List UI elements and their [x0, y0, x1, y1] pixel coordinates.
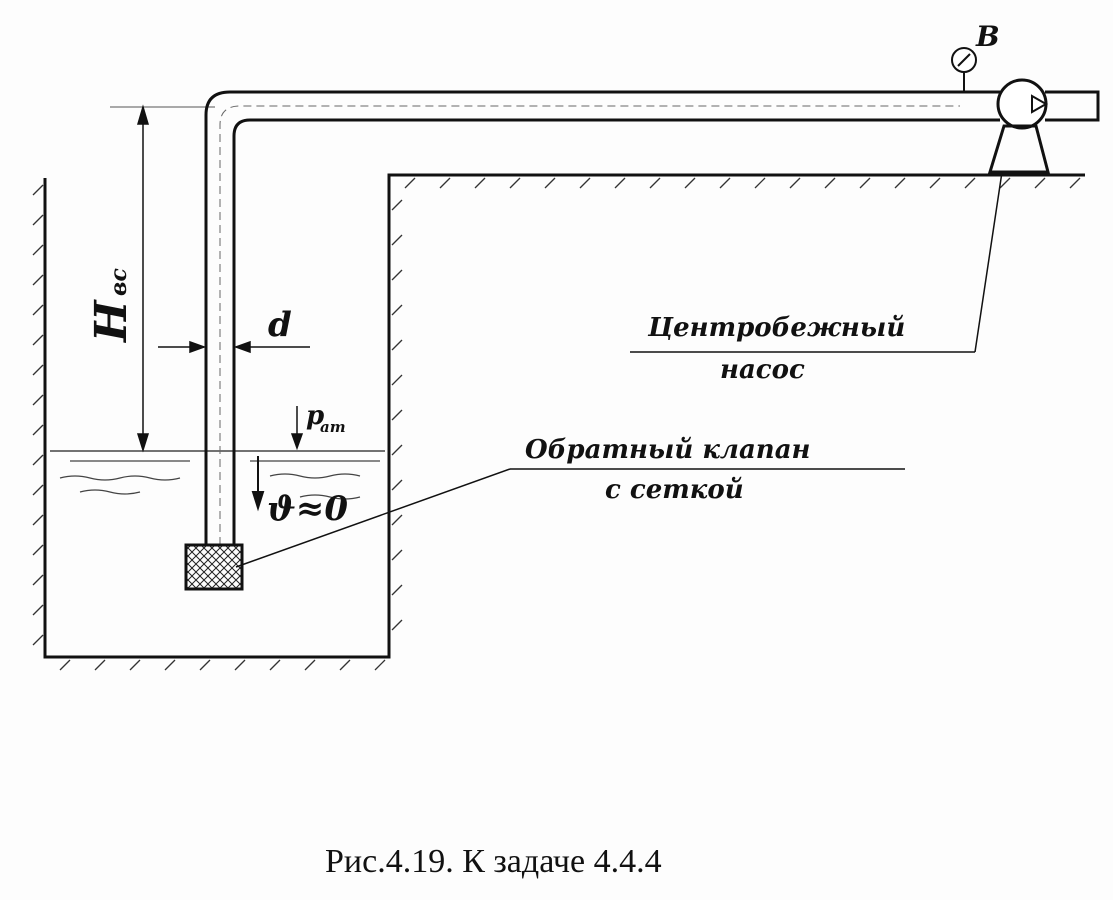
vacuum-gauge — [951, 47, 977, 92]
tank-hatching — [32, 177, 1081, 671]
pump-label-line2: насос — [720, 355, 805, 385]
pressure-subscript: ат — [320, 418, 346, 436]
velocity-label: ϑ≈0 — [267, 489, 348, 529]
pump-leader — [630, 171, 1003, 353]
gauge-label: В — [975, 20, 1000, 53]
pump-label-line1: Центробежный — [647, 313, 905, 343]
valve-leader — [235, 468, 905, 568]
valve-label-line1: Обратный клапан — [525, 435, 811, 465]
tank — [43, 173, 1085, 659]
pressure-label: p — [306, 401, 324, 431]
figure-caption: Рис.4.19. К задаче 4.4.4 — [325, 843, 662, 880]
centrifugal-pump — [987, 78, 1050, 174]
pressure-arrow — [290, 406, 304, 451]
diameter-label: d — [268, 305, 292, 345]
suction-pipe — [204, 90, 1100, 545]
height-label: H — [86, 299, 137, 344]
velocity-arrow — [251, 456, 265, 512]
water-surface — [50, 450, 385, 500]
height-subscript: вс — [106, 268, 132, 296]
check-valve — [184, 543, 244, 591]
valve-label-line2: с сеткой — [605, 475, 744, 505]
height-dimension — [136, 104, 150, 453]
diameter-dimension — [158, 340, 310, 354]
